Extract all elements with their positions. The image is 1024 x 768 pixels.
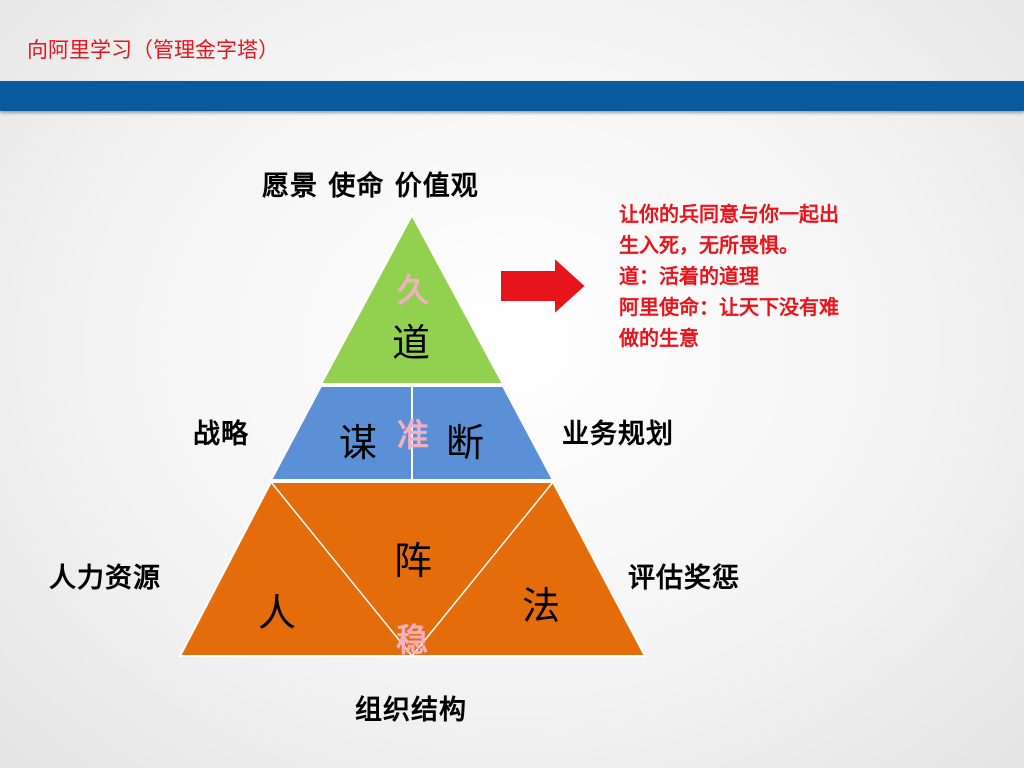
bottom-label: 组织结构 [355,695,467,726]
top-tier-accent-char: 久 [397,271,430,309]
pyramid-bottom-tier [178,481,647,657]
note-line: 做的生意 [619,326,699,350]
bottom-tier-accent-char: 稳 [396,621,429,659]
middle-tier-left-char: 谋 [339,421,378,465]
slide-title: 向阿里学习（管理金字塔） [27,38,279,62]
red-arrow-icon [499,254,588,318]
note-line: 道：活着的道理 [619,264,759,288]
right-bottom-label: 评估奖惩 [628,563,740,594]
middle-tier-right-char: 断 [446,421,485,465]
top-label: 愿景 使命 价值观 [262,171,479,202]
top-tier-main-char: 道 [392,321,431,365]
middle-tier-accent-char: 准 [397,416,430,454]
pyramid-top-tier [319,212,505,385]
left-middle-label: 战略 [193,419,249,450]
bottom-tier-center-char: 阵 [394,539,433,583]
left-bottom-label: 人力资源 [49,563,161,594]
bottom-tier-left-divider [270,481,413,657]
note-line: 阿里使命：让天下没有难 [619,295,839,319]
bottom-tier-right-divider [411,481,554,657]
note-text: 让你的兵同意与你一起出 生入死，无所畏惧。 道：活着的道理 阿里使命：让天下没有… [619,199,919,354]
bottom-tier-right-char: 法 [522,584,561,628]
note-line: 让你的兵同意与你一起出 [619,202,839,226]
note-line: 生入死，无所畏惧。 [619,233,799,257]
right-middle-label: 业务规划 [562,419,674,450]
header-bar [0,81,1024,111]
bottom-tier-left-char: 人 [258,591,297,635]
